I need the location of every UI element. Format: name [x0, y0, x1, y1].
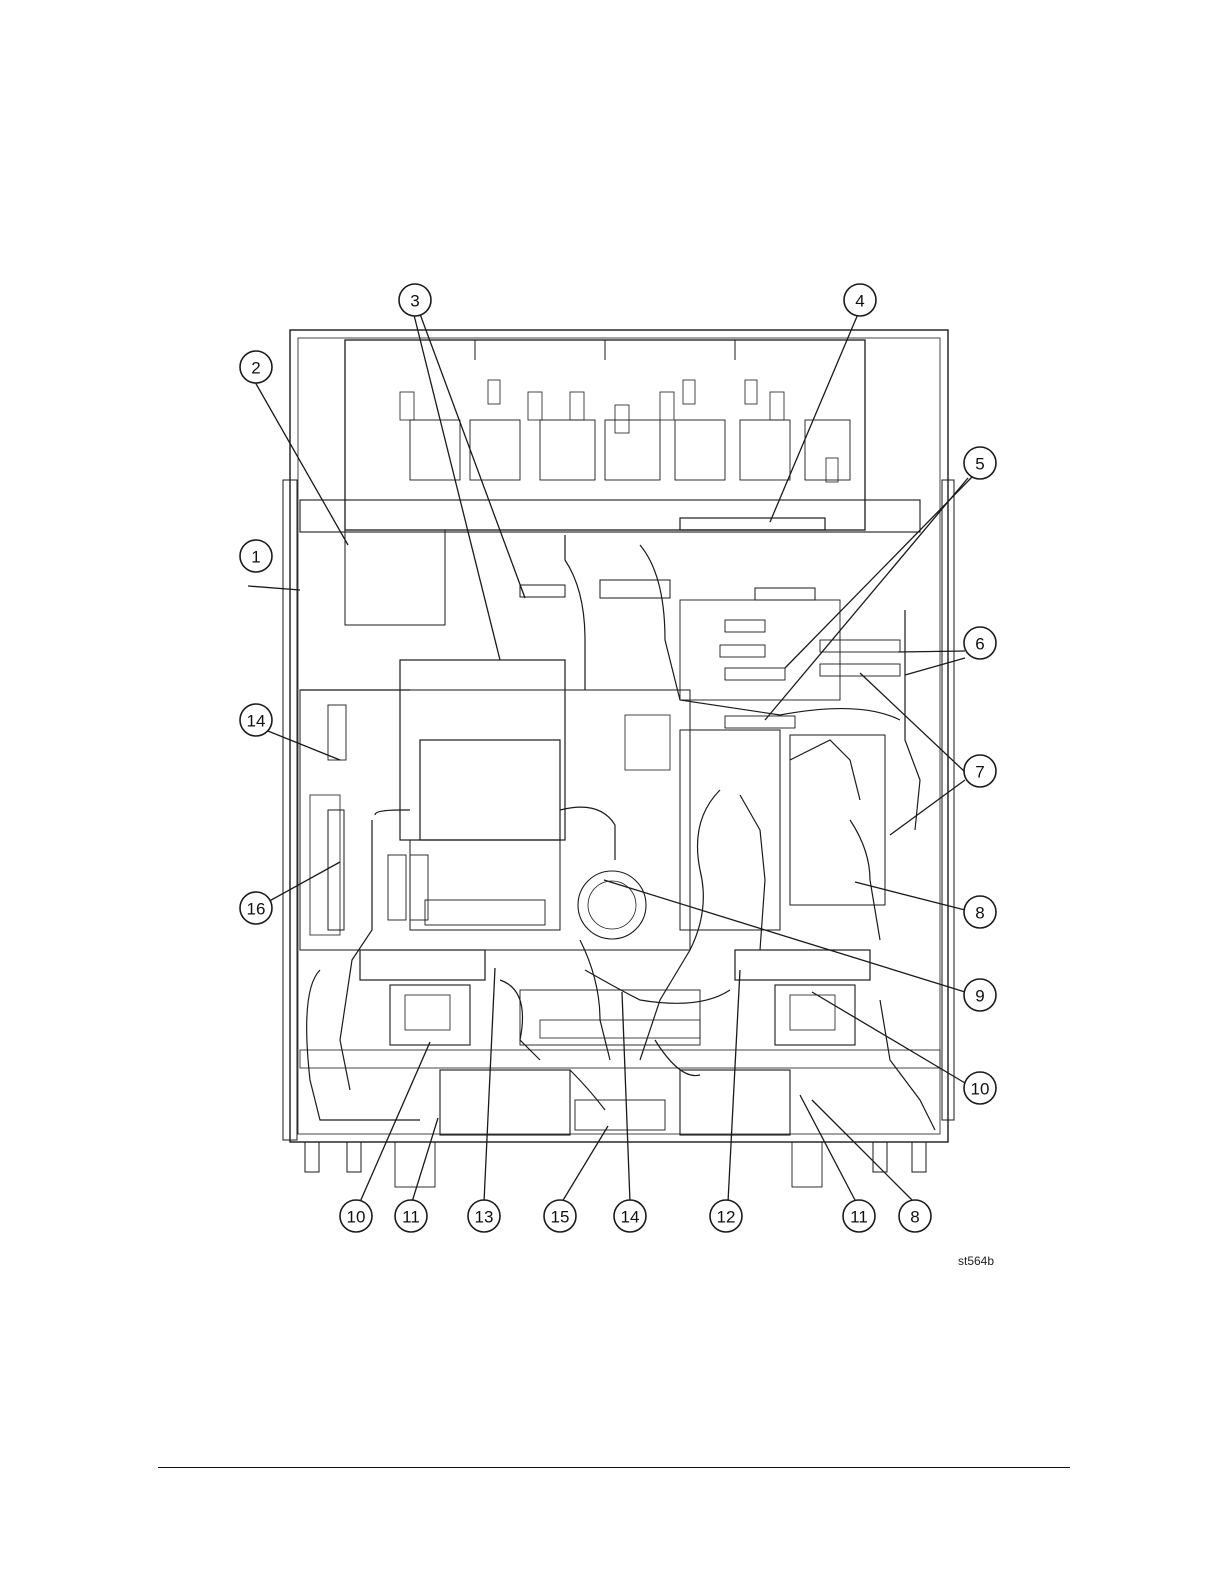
callout-6: 6 — [964, 627, 996, 659]
callout-11: 14 — [240, 704, 272, 736]
callout-19: 11 — [843, 1200, 875, 1232]
callout-8: 8 — [964, 896, 996, 928]
callout-label: 6 — [975, 635, 984, 654]
callout-5: 5 — [964, 447, 996, 479]
callout-label: 11 — [850, 1208, 868, 1227]
leader-lines — [248, 314, 972, 1202]
callout-label: 11 — [402, 1208, 420, 1227]
callout-label: 4 — [855, 292, 864, 311]
callout-label: 3 — [410, 292, 419, 311]
callout-label: 12 — [717, 1208, 736, 1227]
callout-label: 16 — [247, 900, 266, 919]
callout-7: 7 — [964, 755, 996, 787]
callout-13: 10 — [340, 1200, 372, 1232]
callout-label: 8 — [975, 904, 984, 923]
top-module-bank — [300, 340, 920, 532]
callout-15: 13 — [468, 1200, 500, 1232]
callout-label: 9 — [975, 987, 984, 1006]
callout-12: 16 — [240, 892, 272, 924]
footer-rule — [158, 1467, 1070, 1468]
callout-label: 10 — [971, 1080, 990, 1099]
callout-label: 1 — [251, 548, 260, 567]
callout-16: 15 — [544, 1200, 576, 1232]
callout-3: 3 — [399, 284, 431, 316]
callout-label: 5 — [975, 455, 984, 474]
callout-2: 2 — [240, 351, 272, 383]
callout-label: 10 — [347, 1208, 366, 1227]
figure-id: st564b — [958, 1254, 994, 1268]
callout-label: 2 — [251, 359, 260, 378]
callout-17: 14 — [614, 1200, 646, 1232]
callout-label: 13 — [475, 1208, 494, 1227]
callout-20: 8 — [899, 1200, 931, 1232]
callout-label: 14 — [621, 1208, 640, 1227]
lower-assemblies — [300, 950, 940, 1187]
callout-label: 7 — [975, 763, 984, 782]
callout-label: 8 — [910, 1208, 919, 1227]
callout-4: 4 — [844, 284, 876, 316]
callout-10: 10 — [964, 1072, 996, 1104]
central-deck — [300, 530, 900, 950]
callout-9: 9 — [964, 979, 996, 1011]
callout-label: 15 — [551, 1208, 570, 1227]
callout-1: 1 — [240, 540, 272, 572]
callout-14: 11 — [395, 1200, 427, 1232]
callout-18: 12 — [710, 1200, 742, 1232]
callout-label: 14 — [247, 712, 266, 731]
